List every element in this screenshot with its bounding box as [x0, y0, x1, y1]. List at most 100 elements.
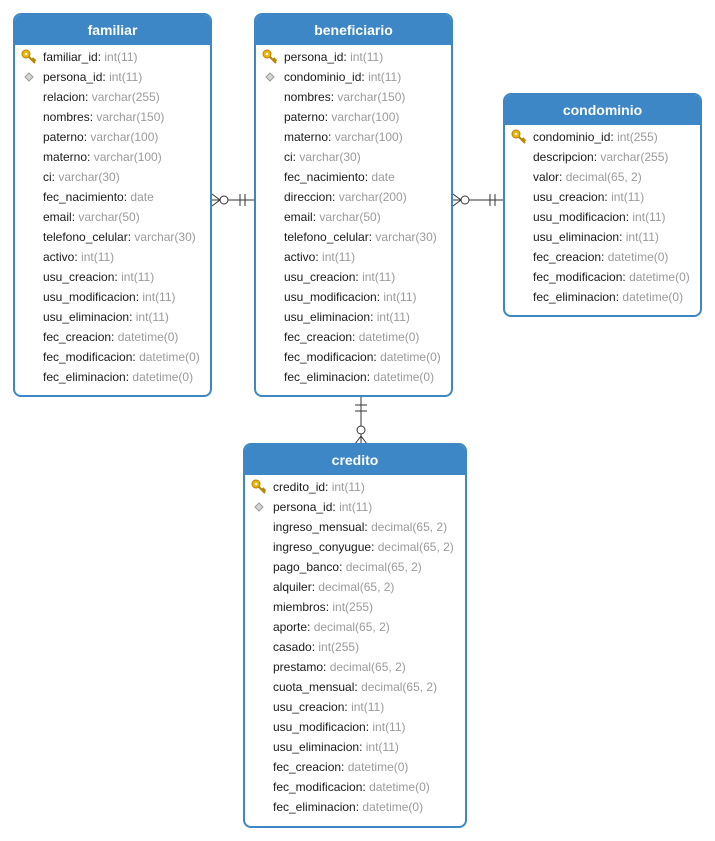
- field-row[interactable]: fec_creacion: datetime(0): [256, 327, 451, 347]
- table-beneficiario[interactable]: beneficiario persona_id: int(11)condomin…: [254, 13, 453, 397]
- field-type: varchar(255): [600, 150, 669, 164]
- field-name: aporte: [273, 620, 308, 634]
- field-row[interactable]: fec_modificacion: datetime(0): [245, 777, 465, 797]
- field-name: alquiler: [273, 580, 312, 594]
- field-row[interactable]: credito_id: int(11): [245, 477, 465, 497]
- table-credito[interactable]: credito credito_id: int(11)persona_id: i…: [243, 443, 467, 828]
- field-type: int(11): [109, 70, 143, 84]
- field-row[interactable]: paterno: varchar(100): [256, 107, 451, 127]
- field-row[interactable]: fec_modificacion: datetime(0): [15, 347, 210, 367]
- field-row[interactable]: fec_creacion: datetime(0): [245, 757, 465, 777]
- field-row[interactable]: alquiler: decimal(65, 2): [245, 577, 465, 597]
- rel-beneficiario-condominio[interactable]: [452, 193, 504, 207]
- field-row[interactable]: usu_modificacion: int(11): [256, 287, 451, 307]
- field-row[interactable]: usu_eliminacion: int(11): [15, 307, 210, 327]
- field-row[interactable]: activo: int(11): [15, 247, 210, 267]
- field-separator: :: [114, 270, 122, 284]
- field-row[interactable]: fec_creacion: datetime(0): [505, 247, 700, 267]
- field-type: varchar(150): [96, 110, 165, 124]
- field-row[interactable]: materno: varchar(100): [15, 147, 210, 167]
- field-name: persona_id: [43, 70, 103, 84]
- table-familiar[interactable]: familiar familiar_id: int(11)persona_id:…: [13, 13, 212, 397]
- field-row[interactable]: aporte: decimal(65, 2): [245, 617, 465, 637]
- field-type: varchar(255): [91, 90, 160, 104]
- field-row[interactable]: nombres: varchar(150): [15, 107, 210, 127]
- field-row[interactable]: materno: varchar(100): [256, 127, 451, 147]
- field-list: condominio_id: int(255)descripcion: varc…: [505, 125, 700, 307]
- field-separator: :: [323, 660, 330, 674]
- field-row[interactable]: fec_nacimiento: date: [256, 167, 451, 187]
- field-row[interactable]: fec_modificacion: datetime(0): [256, 347, 451, 367]
- field-type: datetime(0): [358, 330, 420, 344]
- field-row[interactable]: familiar_id: int(11): [15, 47, 210, 67]
- field-row[interactable]: fec_creacion: datetime(0): [15, 327, 210, 347]
- field-row[interactable]: fec_eliminacion: datetime(0): [245, 797, 465, 817]
- field-name: materno: [284, 130, 329, 144]
- field-type: int(255): [332, 600, 374, 614]
- field-row[interactable]: usu_modificacion: int(11): [15, 287, 210, 307]
- field-row[interactable]: persona_id: int(11): [15, 67, 210, 87]
- field-row[interactable]: fec_eliminacion: datetime(0): [505, 287, 700, 307]
- field-name: usu_creacion: [273, 700, 345, 714]
- field-row[interactable]: condominio_id: int(255): [505, 127, 700, 147]
- table-condominio[interactable]: condominio condominio_id: int(255)descri…: [503, 93, 702, 317]
- field-separator: :: [71, 210, 79, 224]
- field-row[interactable]: usu_eliminacion: int(11): [505, 227, 700, 247]
- field-separator: :: [364, 170, 372, 184]
- field-row[interactable]: prestamo: decimal(65, 2): [245, 657, 465, 677]
- field-name: ingreso_mensual: [273, 520, 365, 534]
- field-row[interactable]: condominio_id: int(11): [256, 67, 451, 87]
- field-row[interactable]: cuota_mensual: decimal(65, 2): [245, 677, 465, 697]
- key-icon: [511, 129, 527, 145]
- rel-familiar-beneficiario[interactable]: [211, 193, 255, 207]
- field-row[interactable]: casado: int(255): [245, 637, 465, 657]
- field-name: email: [43, 210, 72, 224]
- field-type: datetime(0): [622, 290, 684, 304]
- field-row[interactable]: usu_modificacion: int(11): [505, 207, 700, 227]
- field-row[interactable]: paterno: varchar(100): [15, 127, 210, 147]
- field-separator: :: [332, 500, 340, 514]
- field-row[interactable]: persona_id: int(11): [256, 47, 451, 67]
- field-row[interactable]: usu_eliminacion: int(11): [245, 737, 465, 757]
- field-row[interactable]: usu_creacion: int(11): [15, 267, 210, 287]
- field-row[interactable]: ingreso_conyugue: decimal(65, 2): [245, 537, 465, 557]
- field-row[interactable]: fec_eliminacion: datetime(0): [256, 367, 451, 387]
- field-row[interactable]: email: varchar(50): [256, 207, 451, 227]
- field-row[interactable]: usu_creacion: int(11): [245, 697, 465, 717]
- field-row[interactable]: usu_creacion: int(11): [256, 267, 451, 287]
- field-row[interactable]: nombres: varchar(150): [256, 87, 451, 107]
- field-row[interactable]: fec_eliminacion: datetime(0): [15, 367, 210, 387]
- field-row[interactable]: ci: varchar(30): [15, 167, 210, 187]
- field-type: int(11): [121, 270, 155, 284]
- field-row[interactable]: ingreso_mensual: decimal(65, 2): [245, 517, 465, 537]
- field-type: decimal(65, 2): [329, 660, 406, 674]
- field-name: fec_eliminacion: [533, 290, 616, 304]
- field-row[interactable]: usu_creacion: int(11): [505, 187, 700, 207]
- field-type: int(11): [339, 500, 373, 514]
- field-type: int(11): [135, 310, 169, 324]
- field-row[interactable]: relacion: varchar(255): [15, 87, 210, 107]
- field-row[interactable]: descripcion: varchar(255): [505, 147, 700, 167]
- field-separator: :: [292, 150, 300, 164]
- field-row[interactable]: email: varchar(50): [15, 207, 210, 227]
- field-row[interactable]: activo: int(11): [256, 247, 451, 267]
- field-row[interactable]: direccion: varchar(200): [256, 187, 451, 207]
- field-type: int(255): [318, 640, 360, 654]
- field-type: varchar(50): [78, 210, 140, 224]
- field-row[interactable]: ci: varchar(30): [256, 147, 451, 167]
- field-row[interactable]: miembros: int(255): [245, 597, 465, 617]
- field-row[interactable]: telefono_celular: varchar(30): [256, 227, 451, 247]
- field-type: int(11): [331, 480, 365, 494]
- field-row[interactable]: pago_banco: decimal(65, 2): [245, 557, 465, 577]
- field-row[interactable]: usu_eliminacion: int(11): [256, 307, 451, 327]
- field-row[interactable]: telefono_celular: varchar(30): [15, 227, 210, 247]
- field-type: varchar(30): [58, 170, 120, 184]
- rel-beneficiario-credito[interactable]: [354, 397, 368, 445]
- field-row[interactable]: usu_modificacion: int(11): [245, 717, 465, 737]
- field-name: cuota_mensual: [273, 680, 355, 694]
- field-row[interactable]: persona_id: int(11): [245, 497, 465, 517]
- field-row[interactable]: fec_modificacion: datetime(0): [505, 267, 700, 287]
- field-row[interactable]: valor: decimal(65, 2): [505, 167, 700, 187]
- field-row[interactable]: fec_nacimiento: date: [15, 187, 210, 207]
- field-type: decimal(65, 2): [361, 680, 438, 694]
